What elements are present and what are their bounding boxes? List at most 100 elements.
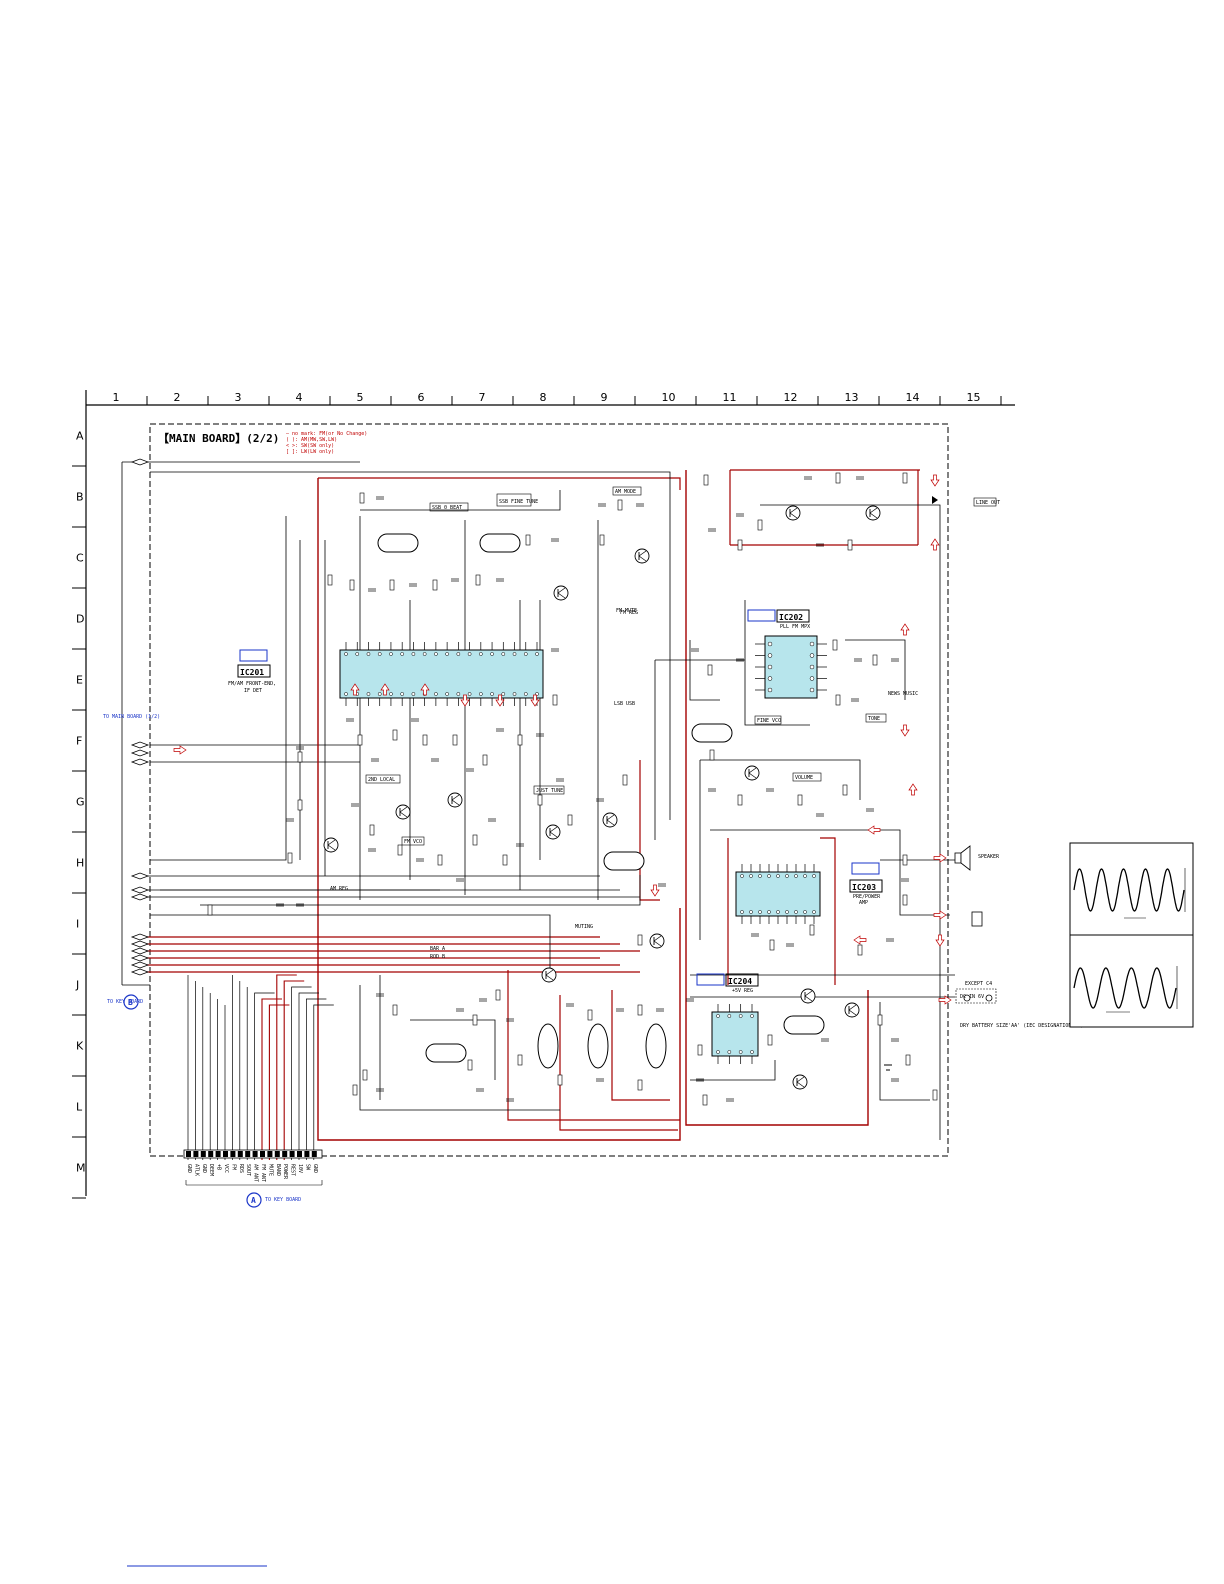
resistor	[357, 734, 363, 746]
transistor-pair	[645, 1023, 667, 1069]
col-label-10: 10	[662, 391, 676, 404]
resistor	[517, 734, 523, 746]
wire	[254, 992, 275, 1160]
dc-jack	[985, 994, 993, 1002]
resistor	[297, 751, 303, 763]
ic-pin-pad	[490, 692, 494, 696]
legend-line-4: [ ]: LW(LW only)	[286, 449, 334, 455]
resistor	[207, 904, 213, 916]
pin-label: GND	[201, 1164, 207, 1173]
connector-arrow	[130, 893, 150, 901]
ic-pin-pad	[389, 692, 393, 696]
ic-pin-pad	[794, 874, 798, 878]
resistor	[432, 579, 438, 591]
transistor-leg	[327, 839, 336, 846]
resistor	[703, 474, 709, 486]
wire	[760, 504, 941, 1140]
resistor	[872, 654, 878, 666]
resistor	[437, 854, 443, 866]
wire	[685, 470, 869, 1126]
resistor	[757, 519, 763, 531]
connector-arrow	[130, 872, 150, 880]
transistor-leg	[399, 811, 408, 818]
resistor	[359, 492, 365, 504]
connector-arrow	[130, 940, 150, 948]
pin-label: DEEM	[208, 1164, 214, 1176]
resistor	[349, 579, 355, 591]
row-label-L: L	[76, 1101, 83, 1114]
battery-label: DRY BATTERY SIZE'AA' (IEC DESIGNATION R6…	[960, 1023, 1108, 1029]
pin-label: SW	[304, 1164, 310, 1171]
legend-line-2: ( ): AM(MW,SW,LW)	[286, 437, 337, 443]
transistor-leg	[796, 1076, 805, 1083]
col-label-8: 8	[540, 391, 547, 404]
ic-pin-pad	[727, 1050, 732, 1054]
resistor	[482, 754, 488, 766]
ic-pin-pad	[767, 676, 773, 681]
signal-flow-arrow	[900, 724, 910, 737]
news-music-label: NEWS MUSIC	[888, 691, 918, 697]
pin-label: +B	[216, 1164, 222, 1170]
ic-pin-pad	[467, 692, 472, 696]
just-tune-label: JUST TUNE	[536, 788, 563, 794]
transistor-leg	[606, 814, 615, 821]
ic-pin-pad	[355, 652, 360, 656]
ic-pin-pad	[738, 1014, 743, 1018]
am-mode-label: AM MODE	[615, 489, 636, 495]
transistor-leg	[848, 1004, 857, 1011]
connector-pin	[237, 1151, 243, 1157]
resistor	[397, 844, 403, 856]
col-label-2: 2	[174, 391, 181, 404]
transistor-leg	[451, 799, 460, 806]
ic-pin-pad	[727, 1014, 732, 1018]
ic-pin-pad	[749, 910, 753, 914]
connector-pin	[245, 1151, 251, 1157]
transistor-pair	[537, 1023, 559, 1069]
resistor	[389, 579, 395, 591]
transistor-leg	[557, 587, 566, 594]
wire	[689, 640, 720, 701]
row-label-H: H	[76, 857, 84, 870]
ic-pin-pad	[456, 652, 461, 656]
transistor-leg	[399, 806, 408, 813]
row-label-E: E	[76, 674, 83, 687]
fm-reg-label: FM REG	[620, 610, 638, 616]
resistor	[327, 574, 333, 586]
ic-pin-pad	[411, 652, 416, 656]
transistor-pair	[783, 1015, 825, 1035]
wire	[410, 1019, 496, 1080]
signal-flow-arrow	[380, 683, 390, 696]
connector-arrow	[130, 947, 150, 955]
ic-pin-pad	[501, 692, 506, 696]
col-label-5: 5	[357, 391, 364, 404]
transistor-leg	[804, 990, 813, 997]
signal-flow-arrow	[350, 683, 360, 696]
ic-pin-pad	[501, 652, 506, 656]
pin-label: GND	[186, 1164, 192, 1173]
wire	[359, 985, 560, 1111]
wire	[261, 998, 282, 1160]
lsb-usb-label: LSB USB	[614, 701, 635, 707]
resistor	[832, 639, 838, 651]
resistor	[737, 794, 743, 806]
transistor	[447, 792, 463, 808]
ic-pin-pad	[740, 874, 744, 878]
row-label-I: I	[76, 918, 79, 931]
ic-pin-pad	[512, 652, 517, 656]
signal-flow-arrow	[867, 825, 881, 835]
resistor	[567, 814, 573, 826]
speaker-label: SPEAKER	[978, 854, 1000, 860]
resistor	[599, 534, 605, 546]
pin-label: FM	[230, 1164, 236, 1170]
speaker-cone	[960, 845, 971, 871]
line-out-label: LINE OUT	[976, 500, 1000, 506]
resistor	[932, 1089, 938, 1101]
ic-pin-pad	[740, 910, 744, 914]
connector-pin	[274, 1151, 280, 1157]
wiring	[121, 461, 955, 1160]
resistor	[362, 1069, 368, 1081]
resistor	[809, 924, 815, 936]
resistor	[902, 472, 908, 484]
ic201-desc-1: FM/AM FRONT-END,	[228, 681, 276, 687]
